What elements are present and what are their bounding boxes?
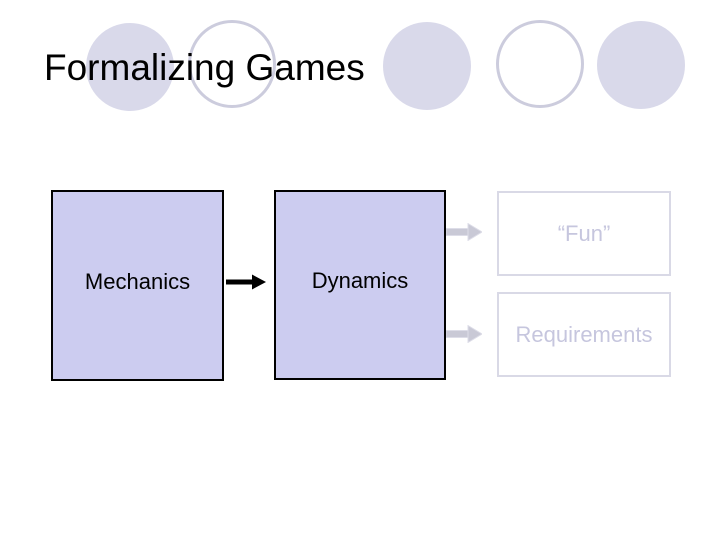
node-fun: “Fun” xyxy=(497,191,671,276)
decorative-circle-filled xyxy=(86,23,174,111)
node-mechanics-label: Mechanics xyxy=(84,268,191,294)
node-dynamics: Dynamics xyxy=(274,190,446,380)
node-fun-label: “Fun” xyxy=(557,220,611,246)
decorative-circle-filled xyxy=(383,22,471,110)
slide-title: Formalizing Games xyxy=(44,47,365,88)
arrow-dynamics-to-requirements-icon xyxy=(446,325,482,343)
node-mechanics: Mechanics xyxy=(51,190,224,381)
node-dynamics-label: Dynamics xyxy=(311,268,409,293)
arrow-mechanics-to-dynamics-icon xyxy=(226,274,266,290)
decorative-circle-outlined xyxy=(188,20,276,108)
node-requirements-label: Requirements xyxy=(515,321,653,347)
decorative-circle-outlined xyxy=(496,20,584,108)
decorative-circle-filled xyxy=(597,21,685,109)
node-requirements: Requirements xyxy=(497,292,671,377)
arrow-dynamics-to-fun-icon xyxy=(446,223,482,241)
